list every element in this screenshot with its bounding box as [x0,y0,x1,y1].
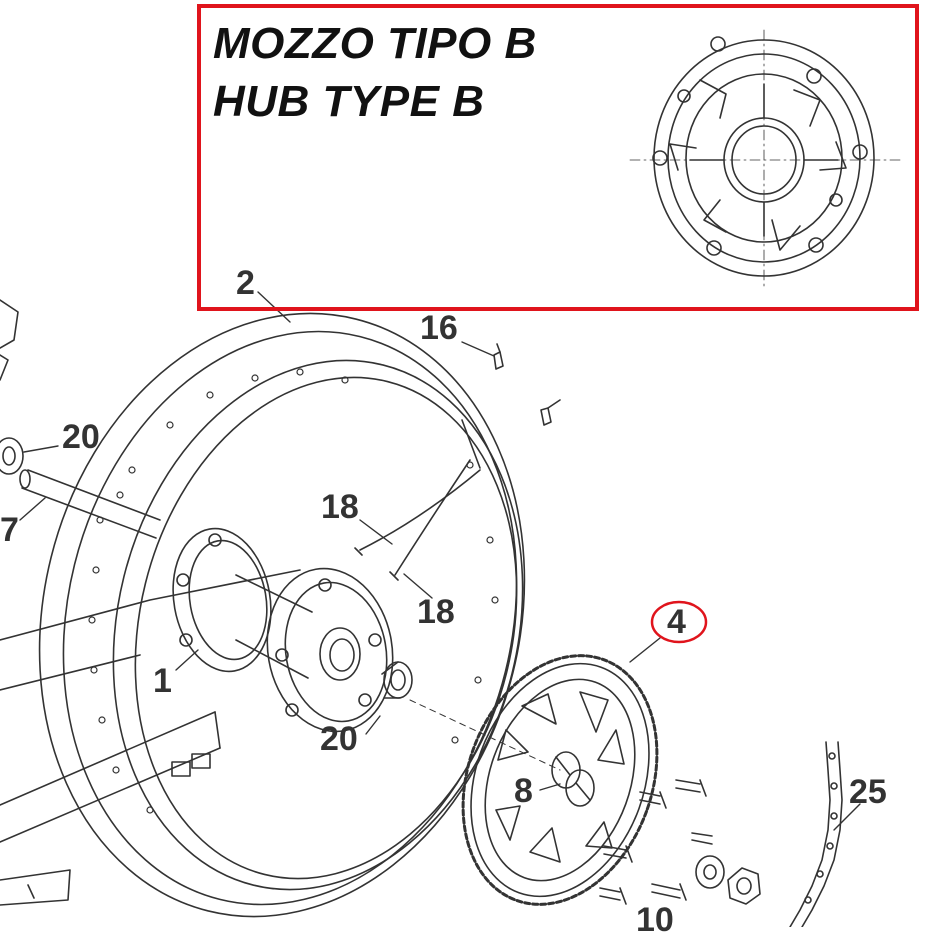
chain [789,741,843,927]
swingarm [0,569,301,906]
inset-title-italian: MOZZO TIPO B [213,19,537,68]
inset-frame-hub-type-b [197,4,919,311]
callout-bearing-left: 20 [62,418,100,456]
chain-adjuster-bracket [0,299,19,381]
axis-centerline [409,699,561,771]
callout-nipple: 16 [420,309,458,347]
callout-bearing-right: 20 [320,720,358,758]
inset-title-english: HUB TYPE B [213,77,485,126]
callout-axle: 7 [0,511,19,549]
washer [695,855,725,889]
spacer [551,751,595,807]
nut [727,867,761,905]
left-bearing [0,437,24,475]
callout-washer: 10 [636,901,674,939]
highlight-circle [650,600,708,644]
callout-spacer: 8 [514,772,533,810]
right-bearing [381,661,413,699]
callout-chain: 25 [849,773,887,811]
spokes [354,419,481,581]
hub-type-b-drawing [629,29,901,291]
callout-hub: 1 [153,662,172,700]
callout-spoke-lower: 18 [417,593,455,631]
sprocket-bolts [599,779,713,905]
sprocket [461,654,659,906]
hub [172,527,394,733]
spoke-nipples [493,343,561,426]
rim [38,312,526,918]
callout-spoke-upper: 18 [321,488,359,526]
callout-sprocket: 4 [667,603,686,641]
axle [19,469,161,539]
callout-rim: 2 [236,264,255,302]
rim-spoke-holes [88,368,499,814]
leader-lines [19,291,861,831]
